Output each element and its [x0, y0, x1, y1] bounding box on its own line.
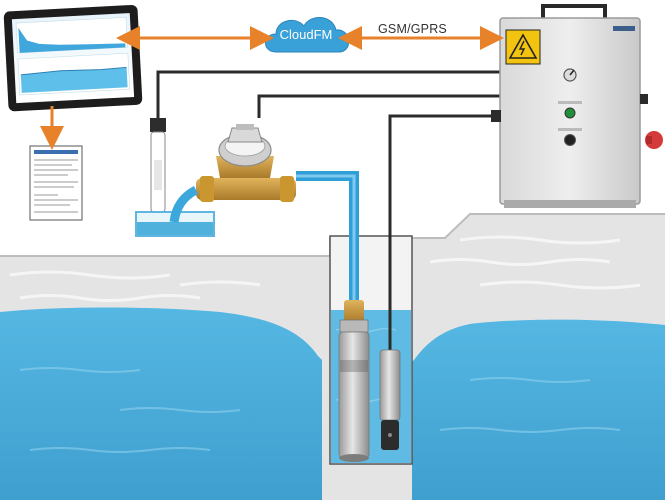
gsm-gprs-label: GSM/GPRS — [378, 22, 447, 36]
tablet-icon — [3, 4, 143, 112]
water-pipe — [296, 171, 359, 300]
control-box-icon — [491, 4, 663, 208]
warning-sign-icon — [505, 29, 541, 65]
outflow-basin — [135, 185, 215, 237]
report-document-icon — [29, 145, 83, 221]
water-meter-icon — [196, 124, 296, 202]
pulse-sensor-icon — [150, 118, 166, 213]
cloud-label: CloudFM — [279, 27, 333, 42]
groundwater-right — [412, 319, 665, 500]
data-flow-arrows — [40, 26, 504, 150]
signal-cables — [156, 70, 500, 350]
groundwater — [0, 307, 322, 500]
level-sensor-icon — [379, 349, 401, 450]
submersible-pump-icon — [338, 300, 370, 462]
